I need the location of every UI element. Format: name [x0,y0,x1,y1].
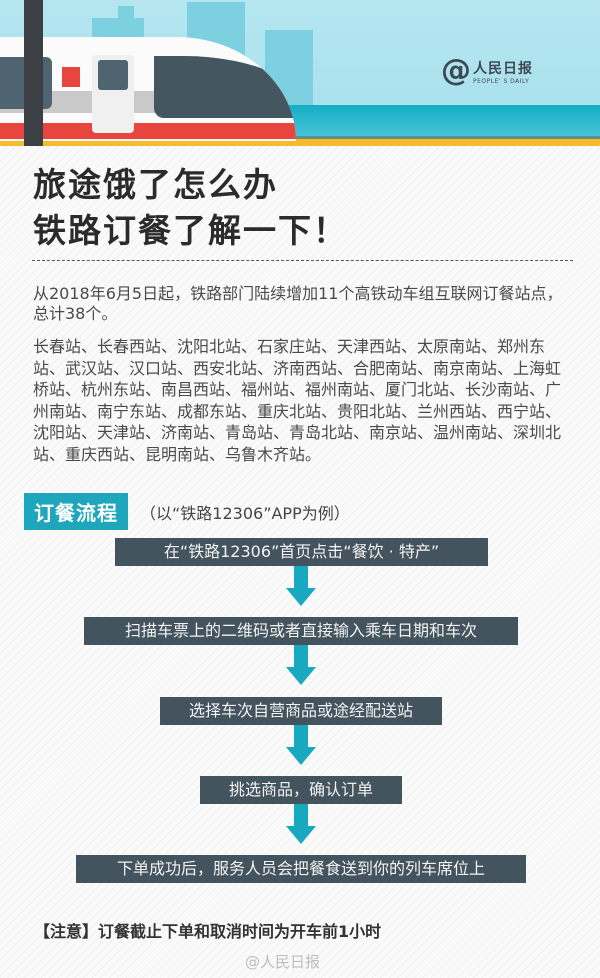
title-line-1: 旅途饿了怎么办 [33,165,278,204]
caution-note: 【注意】订餐截止下单和取消时间为开车前1小时 [34,922,382,941]
weibo-watermark: @人民日报 [245,953,321,971]
sea-edge [0,136,600,139]
down-arrow-icon [286,645,316,687]
step-1: 在“铁路12306”首页点击“餐饮 · 特产” [115,538,488,566]
intro-paragraph: 从2018年6月5日起，铁路部门陆续增加11个高铁动车组互联网订餐站点，总计38… [33,284,563,323]
train-light [62,67,80,87]
header-banner: @ 人民日报 PEOPLE' S DAILY [0,0,600,146]
down-arrow-icon [286,725,316,767]
train-red-stripe [0,123,296,139]
title-line-2: 铁路订餐了解一下！ [33,211,348,250]
step-5: 下单成功后，服务人员会把餐食送到你的列车席位上 [76,855,526,883]
logo-cn: 人民日报 [473,60,533,77]
step-4: 挑选商品，确认订单 [200,776,402,804]
train-door-window [98,60,128,90]
dashed-divider [32,260,573,261]
platform-pole [24,0,43,146]
step-2: 扫描车票上的二维码或者直接输入乘车日期和车次 [84,617,518,645]
train-illustration [0,37,296,141]
step-3: 选择车次自营商品或途经配送站 [160,697,442,725]
process-note: （以“铁路12306”APP为例） [140,503,350,523]
building [118,6,134,26]
down-arrow-icon [286,804,316,846]
at-icon: @ [441,53,471,88]
peoples-daily-logo: @ 人民日报 PEOPLE' S DAILY [441,56,533,86]
process-tag: 订餐流程 [24,493,128,530]
track-stripe [0,139,600,146]
down-arrow-icon [286,566,316,608]
stations-list: 长春站、长春西站、沈阳北站、石家庄站、天津西站、太原南站、郑州东站、武汉站、汉口… [33,337,562,464]
logo-en: PEOPLE' S DAILY [473,77,530,85]
page-title: 旅途饿了怎么办 铁路订餐了解一下！ [33,162,348,254]
process-heading: 订餐流程 （以“铁路12306”APP为例） [24,493,350,530]
